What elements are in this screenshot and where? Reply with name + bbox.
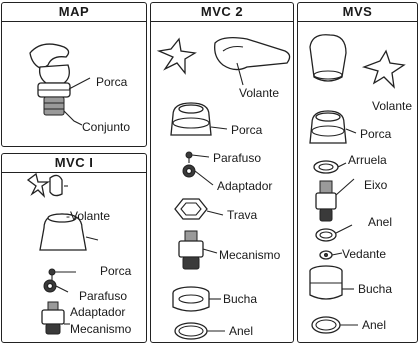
mvs-eixo-head <box>319 180 333 194</box>
mvc1-mecanismo-body <box>41 309 65 325</box>
mvc1-label-volante: -Volante <box>66 209 111 223</box>
mvc2-label-volante: Volante <box>239 86 280 100</box>
mvs-parts-illustration <box>309 34 406 334</box>
mvc2-bucha-body <box>172 293 210 312</box>
mvs-label-eixo: Eixo <box>364 178 388 192</box>
mvs-label-anel-1: Anel <box>368 215 393 229</box>
mvc2-panel-title: MVC 2 <box>151 3 293 22</box>
mvc1-label-mecanismo: Mecanismo <box>70 322 132 336</box>
mvs-label-vedante: Vedante <box>342 247 387 261</box>
mvs-anel-1 <box>315 228 337 242</box>
mvs-volante-knob <box>309 34 347 82</box>
mvc2-label-mecanismo: Mecanismo <box>219 248 281 262</box>
map-label-conjunto: Conjunto <box>82 120 131 134</box>
mvs-label-anel-2: Anel <box>362 318 387 332</box>
mvc2-label-anel: Anel <box>229 324 254 338</box>
map-label-porca: Porca <box>96 75 128 89</box>
mvc2-label-porca: Porca <box>231 123 263 137</box>
mvc2-anel <box>174 322 208 340</box>
mvs-label-volante: Volante <box>372 99 413 113</box>
mvs-bucha-body <box>309 271 343 300</box>
mvc2-parts-illustration <box>156 37 291 340</box>
mvc1-label-adaptador: Adaptador <box>70 305 126 319</box>
mvc2-mecanismo-head <box>184 230 198 242</box>
mvc2-label-adaptador: Adaptador <box>217 179 273 193</box>
mvc1-volante-knob <box>49 174 63 197</box>
mvc1-mecanismo-head <box>47 301 59 311</box>
map-panel-title: MAP <box>2 3 146 22</box>
map-panel: MAP Porca Conjunto <box>1 2 147 147</box>
mvs-panel-title: MVS <box>298 3 417 22</box>
mvc2-trava <box>174 198 208 220</box>
mvc2-volante-lever <box>214 37 291 71</box>
mvc1-label-porca: Porca <box>100 264 132 278</box>
mvs-label-bucha: Bucha <box>358 282 393 296</box>
map-assembly-stem <box>43 96 65 116</box>
mvc2-mecanismo-body <box>178 240 204 258</box>
mvc2-parafuso <box>185 151 193 159</box>
mvs-eixo-body <box>315 192 337 210</box>
mvc1-panel-title: MVC I <box>2 154 146 173</box>
map-cap-body <box>38 64 70 84</box>
mvc1-parts-illustration <box>26 172 99 335</box>
mvc2-label-bucha: Bucha <box>223 292 258 306</box>
mvs-label-porca: Porca <box>360 127 392 141</box>
mvc2-label-parafuso: Parafuso <box>213 151 262 165</box>
mvs-label-arruela: Arruela <box>348 153 387 167</box>
mvc1-label-parafuso: Parafuso <box>79 289 128 303</box>
mvc1-volante-cross <box>26 172 51 198</box>
mvc2-volante-cross <box>156 37 197 75</box>
mvc1-parafuso <box>48 268 56 276</box>
map-lever-handle <box>29 43 70 70</box>
mvc2-label-trava: Trava <box>227 208 258 222</box>
mvc2-panel: MVC 2 V <box>150 2 294 343</box>
mvs-panel: MVS Volante <box>297 2 418 343</box>
mvs-arruela <box>313 160 339 174</box>
map-parts-illustration <box>29 43 91 126</box>
mvc1-panel: MVC I -Volante Porca Parafuso Adaptador … <box>1 153 147 343</box>
mvs-volante-cross <box>361 49 406 89</box>
